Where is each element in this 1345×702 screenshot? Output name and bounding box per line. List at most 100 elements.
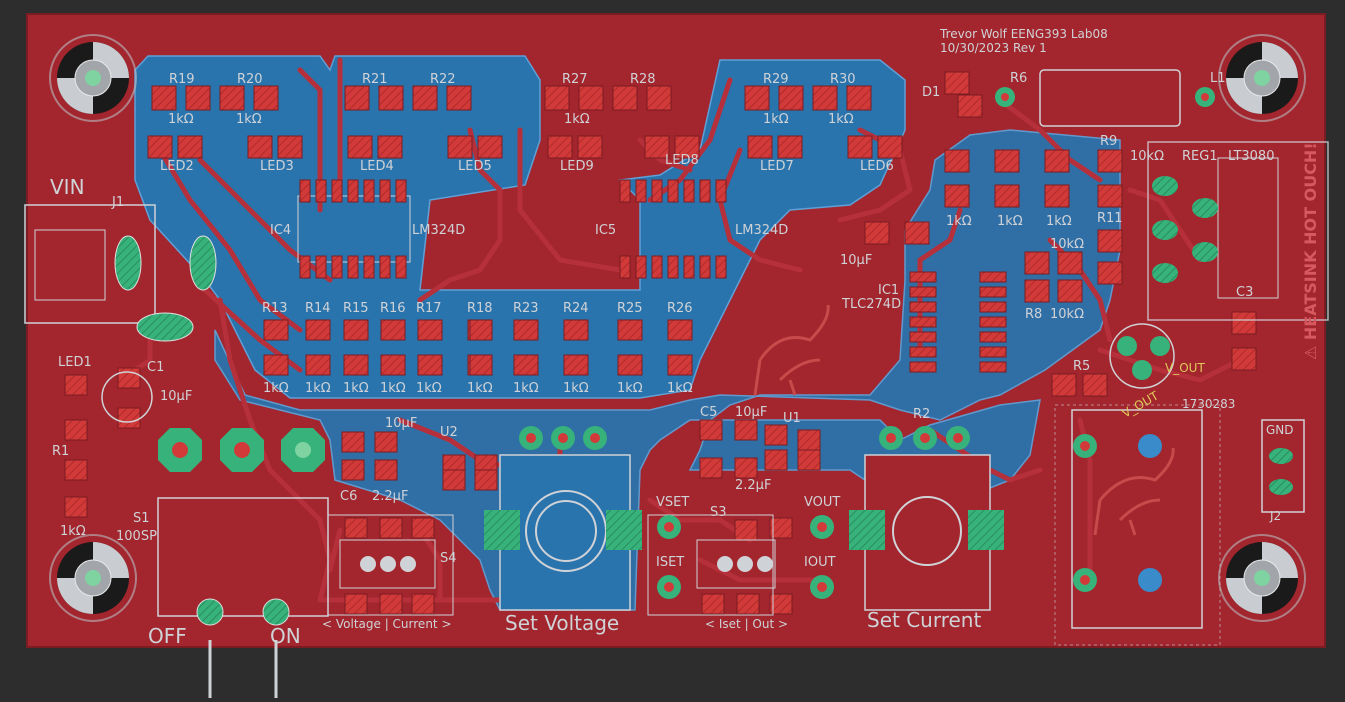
vset-label: VSET	[656, 495, 689, 510]
r9-label: R9	[1100, 134, 1117, 149]
r17-label: R17	[416, 301, 442, 316]
pad	[344, 593, 368, 615]
pad	[64, 419, 88, 441]
r26-label: R26	[667, 301, 693, 316]
pad	[651, 179, 663, 203]
test-points	[657, 515, 834, 599]
r18-value: 1kΩ	[467, 381, 493, 396]
pad	[331, 179, 343, 203]
pad	[667, 179, 679, 203]
pad	[447, 135, 473, 159]
c1-value: 10µF	[160, 389, 192, 404]
u2-label: U2	[440, 425, 458, 440]
pad	[411, 593, 435, 615]
heatsink-warning: ⚠ HEATSINK HOT OUCH!	[1301, 142, 1320, 360]
pad	[909, 301, 937, 313]
r28-label: R28	[630, 72, 656, 87]
s3-label: S3	[710, 505, 727, 520]
vout-label: VOUT	[804, 495, 840, 510]
pad	[979, 361, 1007, 373]
iout-label: IOUT	[804, 555, 836, 570]
pad	[979, 316, 1007, 328]
c1-label: C1	[147, 360, 164, 375]
vin-label: VIN	[50, 175, 85, 199]
c-10uf-label: 10µF	[840, 253, 872, 268]
r23-label: R23	[513, 301, 539, 316]
pad	[909, 286, 937, 298]
pad	[778, 85, 804, 111]
pad	[305, 319, 331, 341]
r20-label: R20	[237, 72, 263, 87]
pad	[769, 593, 793, 615]
pad	[715, 179, 727, 203]
pad	[147, 135, 173, 159]
pad	[909, 271, 937, 283]
pad	[513, 354, 539, 376]
pad	[667, 319, 693, 341]
iset-out-label: < Iset | Out >	[705, 617, 788, 631]
pad	[734, 457, 758, 479]
pad	[612, 85, 638, 111]
pad	[1097, 184, 1123, 208]
c5-value: 10µF	[735, 405, 767, 420]
ic5-part: LM324D	[735, 223, 788, 238]
pad	[117, 367, 141, 389]
pad	[1097, 149, 1123, 173]
pad	[909, 361, 937, 373]
pad	[1231, 347, 1257, 371]
r20-value: 1kΩ	[236, 112, 262, 127]
pad	[341, 431, 365, 453]
pad	[578, 85, 604, 111]
c5-label: C5	[700, 405, 717, 420]
pad	[744, 85, 770, 111]
pad	[864, 221, 890, 245]
r19-value: 1kΩ	[168, 112, 194, 127]
r19-label: R19	[169, 72, 195, 87]
pad	[474, 469, 498, 491]
pad	[544, 85, 570, 111]
pad	[699, 419, 723, 441]
r29-value: 1kΩ	[763, 112, 789, 127]
pad	[446, 85, 472, 111]
r5-label: R5	[1073, 359, 1090, 374]
pad	[442, 469, 466, 491]
pad	[979, 346, 1007, 358]
c6-label: C6	[340, 489, 357, 504]
pad	[299, 179, 311, 203]
silkscreen-labels: Trevor Wolf EENG393 Lab08 10/30/2023 Rev…	[50, 27, 1320, 648]
r1-value: 1kΩ	[60, 524, 86, 539]
pad	[1097, 229, 1123, 253]
pad	[877, 135, 903, 159]
pad	[736, 593, 760, 615]
pad	[944, 184, 970, 208]
pad	[635, 255, 647, 279]
r16-label: R16	[380, 301, 406, 316]
mounting-holes	[49, 34, 1306, 622]
pad	[305, 354, 331, 376]
pad	[395, 255, 407, 279]
r-value-d: 10kΩ	[1050, 237, 1084, 252]
r26-value: 1kΩ	[667, 381, 693, 396]
pad	[277, 135, 303, 159]
j2-label: J2	[1269, 509, 1281, 523]
pad	[363, 255, 375, 279]
pad	[769, 517, 793, 539]
j1-label: J1	[111, 195, 124, 210]
reg1-part: LT3080	[1228, 149, 1274, 164]
pad	[667, 354, 693, 376]
c22-label: 2.2µF	[372, 489, 408, 504]
pad	[909, 346, 937, 358]
pad	[734, 419, 758, 441]
pad	[1082, 373, 1108, 397]
pad	[635, 179, 647, 203]
pad	[646, 85, 672, 111]
r11-label: R11	[1097, 211, 1123, 226]
pad	[994, 184, 1020, 208]
set-voltage-label: Set Voltage	[505, 611, 619, 635]
pad	[343, 354, 369, 376]
pad	[379, 517, 403, 539]
pad	[469, 319, 493, 341]
s1-label: S1	[133, 511, 150, 526]
